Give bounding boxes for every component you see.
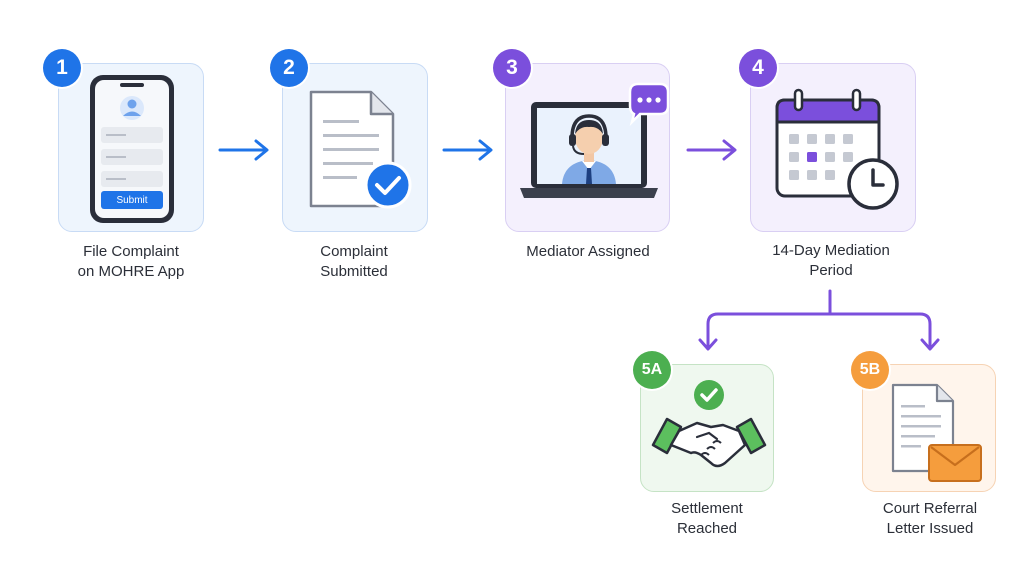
step-1-caption: File Complaint on MOHRE App	[46, 242, 216, 282]
step-1-badge: 1	[43, 49, 81, 87]
step-2-caption: Complaint Submitted	[269, 242, 439, 282]
calendar-clock-icon	[775, 88, 899, 210]
arrow-3-to-4	[686, 139, 737, 161]
arrow-1-to-2	[218, 139, 269, 161]
step-4-caption: 14-Day Mediation Period	[746, 241, 916, 281]
step-3-badge: 3	[493, 49, 531, 87]
outcome-5b-caption-line2: Letter Issued	[886, 520, 974, 537]
submit-button[interactable]: Submit	[101, 191, 163, 209]
outcome-5a-caption-line2: Reached	[676, 520, 738, 537]
step-2-caption-line1: Complaint	[320, 243, 388, 260]
step-3-caption-line1: Mediator Assigned	[526, 243, 650, 260]
outcome-5a-caption: Settlement Reached	[622, 499, 792, 539]
step-3-caption: Mediator Assigned	[503, 242, 673, 262]
step-4-card	[750, 63, 916, 232]
step-1-caption-line2: on MOHRE App	[77, 263, 185, 280]
branch-connector	[698, 289, 940, 351]
step-1-card: Submit	[58, 63, 204, 232]
outcome-5b-badge: 5B	[851, 351, 889, 389]
step-2-caption-line2: Submitted	[320, 263, 388, 280]
outcome-5b-caption: Court Referral Letter Issued	[845, 499, 1015, 539]
step-1-caption-line1: File Complaint	[83, 243, 179, 260]
phone-icon	[90, 75, 174, 223]
outcome-5a-caption-line1: Settlement	[671, 500, 743, 517]
outcome-5b-card	[862, 364, 996, 492]
handshake-icon	[651, 380, 767, 468]
outcome-5a-badge: 5A	[633, 351, 671, 389]
document-check-icon	[309, 90, 412, 209]
document-envelope-icon	[891, 383, 982, 482]
step-4-badge: 4	[739, 49, 777, 87]
arrow-2-to-3	[442, 139, 493, 161]
mediator-laptop-icon	[520, 82, 670, 198]
step-4-caption-line1: 14-Day Mediation	[772, 242, 890, 259]
step-2-badge: 2	[270, 49, 308, 87]
step-3-card	[505, 63, 670, 232]
step-2-card	[282, 63, 428, 232]
outcome-5b-caption-line1: Court Referral	[882, 500, 978, 517]
step-4-caption-line2: Period	[809, 262, 853, 279]
